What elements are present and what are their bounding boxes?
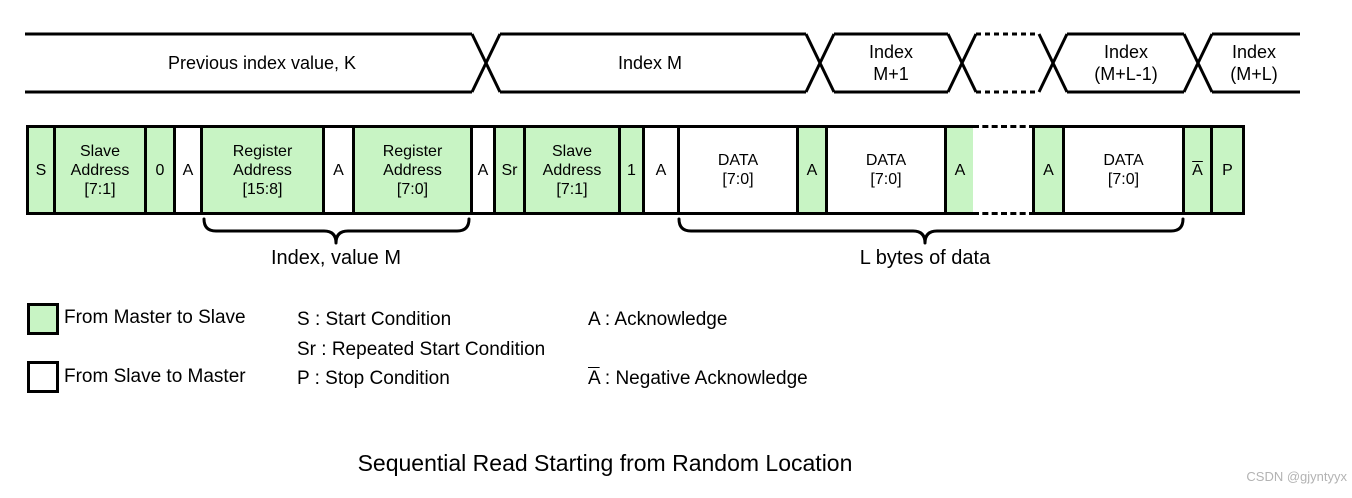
legend-acknowledge: A : Acknowledge <box>588 309 728 330</box>
byte-label: 1 <box>627 161 636 179</box>
bus-label-index-mlminus1-line2: (M+L-1) <box>1094 64 1158 84</box>
l-bytes-label: L bytes of data <box>859 247 991 269</box>
annotation-braces <box>202 217 1185 245</box>
legend-master-swatch <box>27 303 59 335</box>
byte-label: 0 <box>155 161 165 179</box>
byte-register-address-low: Register Address [7:0] <box>352 125 473 215</box>
byte-read-bit: 1 <box>618 125 645 215</box>
byte-label: Sr <box>501 161 518 179</box>
bus-line-solid <box>25 32 1300 94</box>
byte-label: A <box>806 161 818 179</box>
legend-stop-condition: P : Stop Condition <box>297 368 450 389</box>
brace-index-value <box>202 217 471 245</box>
legend-slave-swatch <box>27 361 59 393</box>
byte-stop: P <box>1210 125 1245 215</box>
bus-label-index-m1-line1: Index <box>869 42 913 62</box>
byte-label: A <box>1043 161 1054 179</box>
byte-slave-address-write: Slave Address [7:1] <box>53 125 147 215</box>
byte-label: P <box>1222 161 1233 179</box>
byte-label-nack: A <box>1192 161 1203 179</box>
bus-label-prev-k: Previous index value, K <box>168 53 356 73</box>
legend-master-label: From Master to Slave <box>64 307 246 328</box>
byte-data-last: DATA [7:0] <box>1062 125 1185 215</box>
legend-start-condition: S : Start Condition <box>297 309 452 330</box>
byte-label: Register Address [15:8] <box>232 142 293 198</box>
byte-nack: A <box>1182 125 1213 215</box>
byte-label: DATA [7:0] <box>717 152 759 188</box>
byte-ack-5: A <box>796 125 828 215</box>
byte-write-bit: 0 <box>144 125 176 215</box>
i2c-byte-row: S Slave Address [7:1] 0 A Register Addre… <box>26 125 1245 215</box>
diagram-title: Sequential Read Starting from Random Loc… <box>357 450 853 476</box>
byte-label: S <box>35 161 47 179</box>
byte-data-2: DATA [7:0] <box>825 125 947 215</box>
bus-label-index-m1-line2: M+1 <box>873 64 909 84</box>
byte-continuation-gap <box>973 125 1035 215</box>
bus-label-index-m: Index M <box>618 53 682 73</box>
bus-label-index-ml-line2: (M+L) <box>1230 64 1278 84</box>
bus-line-dashed-gap <box>976 32 1039 94</box>
bus-label-index-ml-line1: Index <box>1232 42 1276 62</box>
legend-repeated-start-condition: Sr : Repeated Start Condition <box>297 339 546 360</box>
byte-label: DATA [7:0] <box>865 152 907 188</box>
byte-label: Register Address [7:0] <box>382 142 443 198</box>
byte-register-address-high: Register Address [15:8] <box>200 125 325 215</box>
legend-negative-acknowledge: A : Negative Acknowledge <box>588 367 808 390</box>
byte-ack-7: A <box>1032 125 1065 215</box>
bus-label-index-mlminus1-line1: Index <box>1104 42 1148 62</box>
nack-symbol: A <box>588 368 600 389</box>
byte-ack-4: A <box>642 125 680 215</box>
byte-label: Slave Address [7:1] <box>542 142 602 198</box>
legend-slave-label: From Slave to Master <box>64 366 246 387</box>
byte-label: A <box>954 161 966 179</box>
byte-label: A <box>655 161 667 179</box>
byte-ack-2: A <box>322 125 355 215</box>
index-value-label: Index, value M <box>270 247 402 269</box>
byte-data-1: DATA [7:0] <box>677 125 799 215</box>
byte-label: A <box>333 161 344 179</box>
byte-label: Slave Address [7:1] <box>70 142 130 198</box>
byte-start: S <box>26 125 56 215</box>
brace-l-bytes <box>677 217 1185 245</box>
byte-label: DATA [7:0] <box>1103 152 1144 188</box>
byte-ack-1: A <box>173 125 203 215</box>
byte-label: A <box>182 161 194 179</box>
byte-slave-address-read: Slave Address [7:1] <box>523 125 621 215</box>
byte-repeated-start: Sr <box>493 125 526 215</box>
byte-ack-6: A <box>944 125 976 215</box>
index-bus-waveform: Previous index value, K Index M Index M+… <box>25 32 1300 94</box>
nack-text: : Negative Acknowledge <box>599 368 808 389</box>
watermark: CSDN @gjyntyyx <box>1246 469 1347 484</box>
byte-label: A <box>477 161 489 179</box>
